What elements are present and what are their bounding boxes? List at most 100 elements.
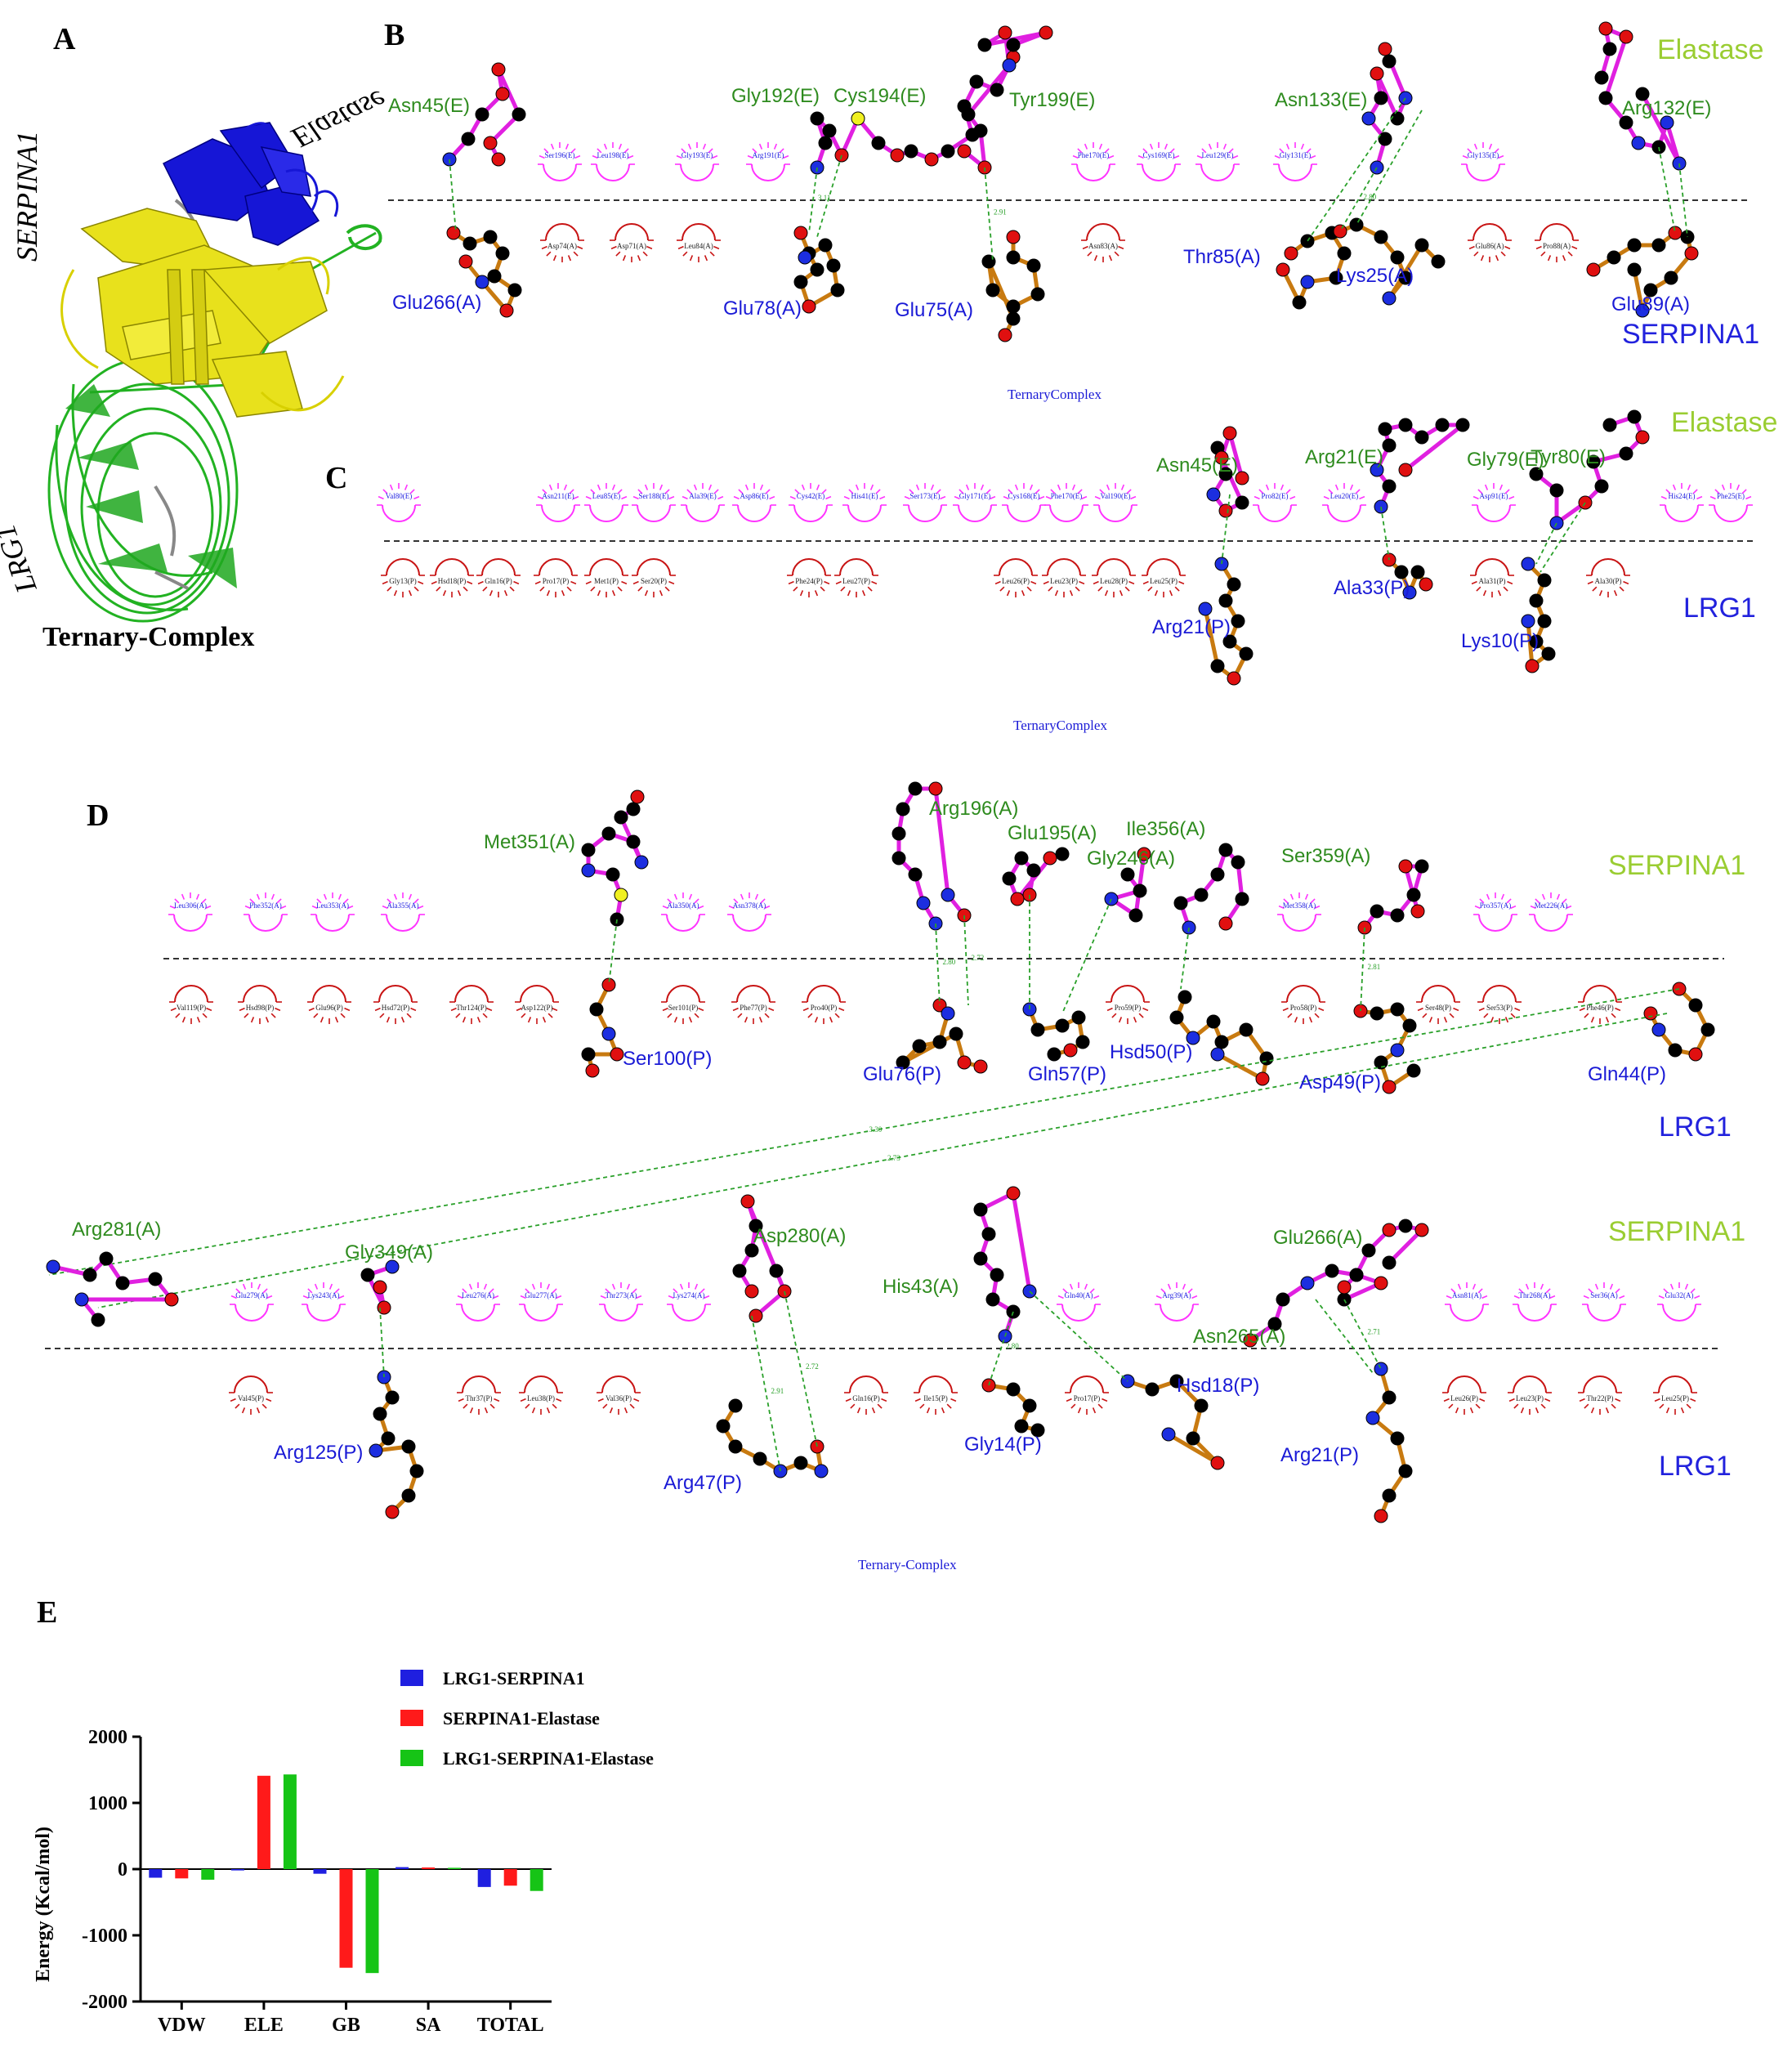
contact-spike: [181, 1017, 186, 1023]
atom: [1002, 58, 1017, 73]
contact-spike: [1119, 590, 1124, 597]
bond: [1219, 456, 1245, 504]
contact-spike: [235, 1403, 240, 1409]
contact-arc: [918, 1375, 953, 1393]
contact-spike: [936, 489, 941, 494]
ligplot-residue: [716, 1398, 829, 1478]
hydrophobic-contact: Ser20(P): [632, 558, 676, 597]
contact-spike: [783, 154, 789, 159]
d-up-top-res-5: Ser359(A): [1281, 845, 1370, 867]
contact-spike: [668, 580, 675, 585]
contact-spike: [313, 1013, 319, 1018]
atom: [83, 1268, 97, 1282]
hydrophobic-contact: Asn83(A): [1081, 223, 1125, 262]
hydrophobic-residue-label: Phe170(E): [1051, 492, 1083, 500]
atom: [924, 152, 939, 167]
contact-spike: [1488, 143, 1493, 150]
atom: [1120, 867, 1135, 882]
ligplot-residue: [1169, 990, 1274, 1086]
contact-spike: [525, 1403, 530, 1409]
hydrophobic-residue-label: Leu26(P): [1002, 577, 1030, 585]
contact-spike: [565, 143, 570, 150]
atom: [1374, 1055, 1388, 1070]
atom: [1374, 1509, 1388, 1523]
ligplot-residue: [1365, 1362, 1413, 1523]
atom: [1235, 892, 1249, 906]
contact-spike: [570, 580, 577, 585]
contact-arc: [248, 914, 283, 932]
contact-spike: [585, 580, 592, 585]
contact-spike: [206, 1007, 212, 1012]
contact-spike: [728, 905, 735, 910]
contact-spike: [1504, 1017, 1509, 1023]
contact-spike: [169, 905, 176, 910]
contact-spike: [265, 1017, 270, 1023]
bond: [933, 788, 950, 896]
contact-spike: [1566, 905, 1572, 910]
atom: [973, 123, 988, 138]
contact-arc: [1450, 1304, 1484, 1322]
contact-arc: [908, 504, 942, 522]
contact-spike: [1615, 1398, 1621, 1402]
hydrophobic-residue-label: Leu20(E): [1330, 492, 1358, 500]
hydrophobic-contact: Ala39(E): [681, 483, 725, 522]
legend-swatch-lrg1-serpina1-elastase: [400, 1750, 423, 1766]
contact-spike: [688, 893, 693, 900]
contact-spike: [230, 1295, 237, 1299]
atom: [1627, 238, 1642, 253]
contact-arc: [589, 558, 623, 576]
bond: [1640, 92, 1682, 165]
contact-arc: [1472, 223, 1507, 241]
atom: [1643, 1006, 1658, 1021]
contact-spike: [1164, 143, 1169, 150]
contact-spike: [1507, 580, 1513, 585]
contact-spike: [548, 484, 553, 490]
atom: [1022, 1398, 1037, 1413]
contact-arc: [681, 223, 716, 241]
hydrophobic-contact: Cys168(E): [1002, 483, 1046, 522]
atom: [1402, 585, 1417, 600]
hydrophobic-residue-label: Val36(P): [606, 1394, 632, 1402]
atom: [1374, 91, 1388, 105]
contact-spike: [659, 590, 664, 597]
contact-spike: [814, 590, 819, 597]
hbond-distance: 2.81: [1368, 963, 1381, 971]
contact-spike: [1605, 1407, 1610, 1414]
contact-spike: [1483, 1013, 1489, 1018]
bar-ele-2: [283, 1774, 297, 1869]
contact-spike: [1167, 1283, 1172, 1290]
bar-ele-0: [230, 1869, 244, 1871]
atom: [1214, 450, 1229, 465]
atom: [1700, 1022, 1715, 1037]
b-bot-res-4: Lys25(A): [1336, 265, 1414, 287]
atom: [1006, 311, 1021, 326]
contact-spike: [1087, 251, 1093, 257]
contact-arc: [1482, 985, 1517, 1003]
contact-spike: [174, 898, 180, 904]
contact-arc: [1583, 1375, 1617, 1393]
atom: [446, 226, 461, 240]
contact-spike: [1665, 1407, 1670, 1414]
contact-arc: [736, 985, 771, 1003]
contact-spike: [636, 1295, 642, 1299]
contact-spike: [347, 905, 354, 910]
contact-spike: [244, 1013, 249, 1018]
atom: [1300, 1276, 1315, 1290]
contact-spike: [509, 586, 515, 592]
contact-spike: [877, 1403, 883, 1409]
c-bot-res-2: Lys10(P): [1461, 630, 1539, 652]
atom: [487, 269, 502, 284]
atom: [401, 1439, 416, 1454]
atom: [949, 1026, 963, 1041]
atom: [475, 107, 489, 122]
atom: [1198, 602, 1213, 616]
atom: [1218, 593, 1233, 608]
contact-spike: [597, 1398, 604, 1402]
atom: [941, 1006, 955, 1021]
atom: [581, 863, 596, 878]
bond: [1167, 1432, 1219, 1465]
contact-spike: [704, 1295, 710, 1299]
hydrophobic-contact: Phe25(E): [1709, 483, 1753, 522]
atom: [1206, 487, 1221, 502]
contact-spike: [1045, 495, 1052, 500]
